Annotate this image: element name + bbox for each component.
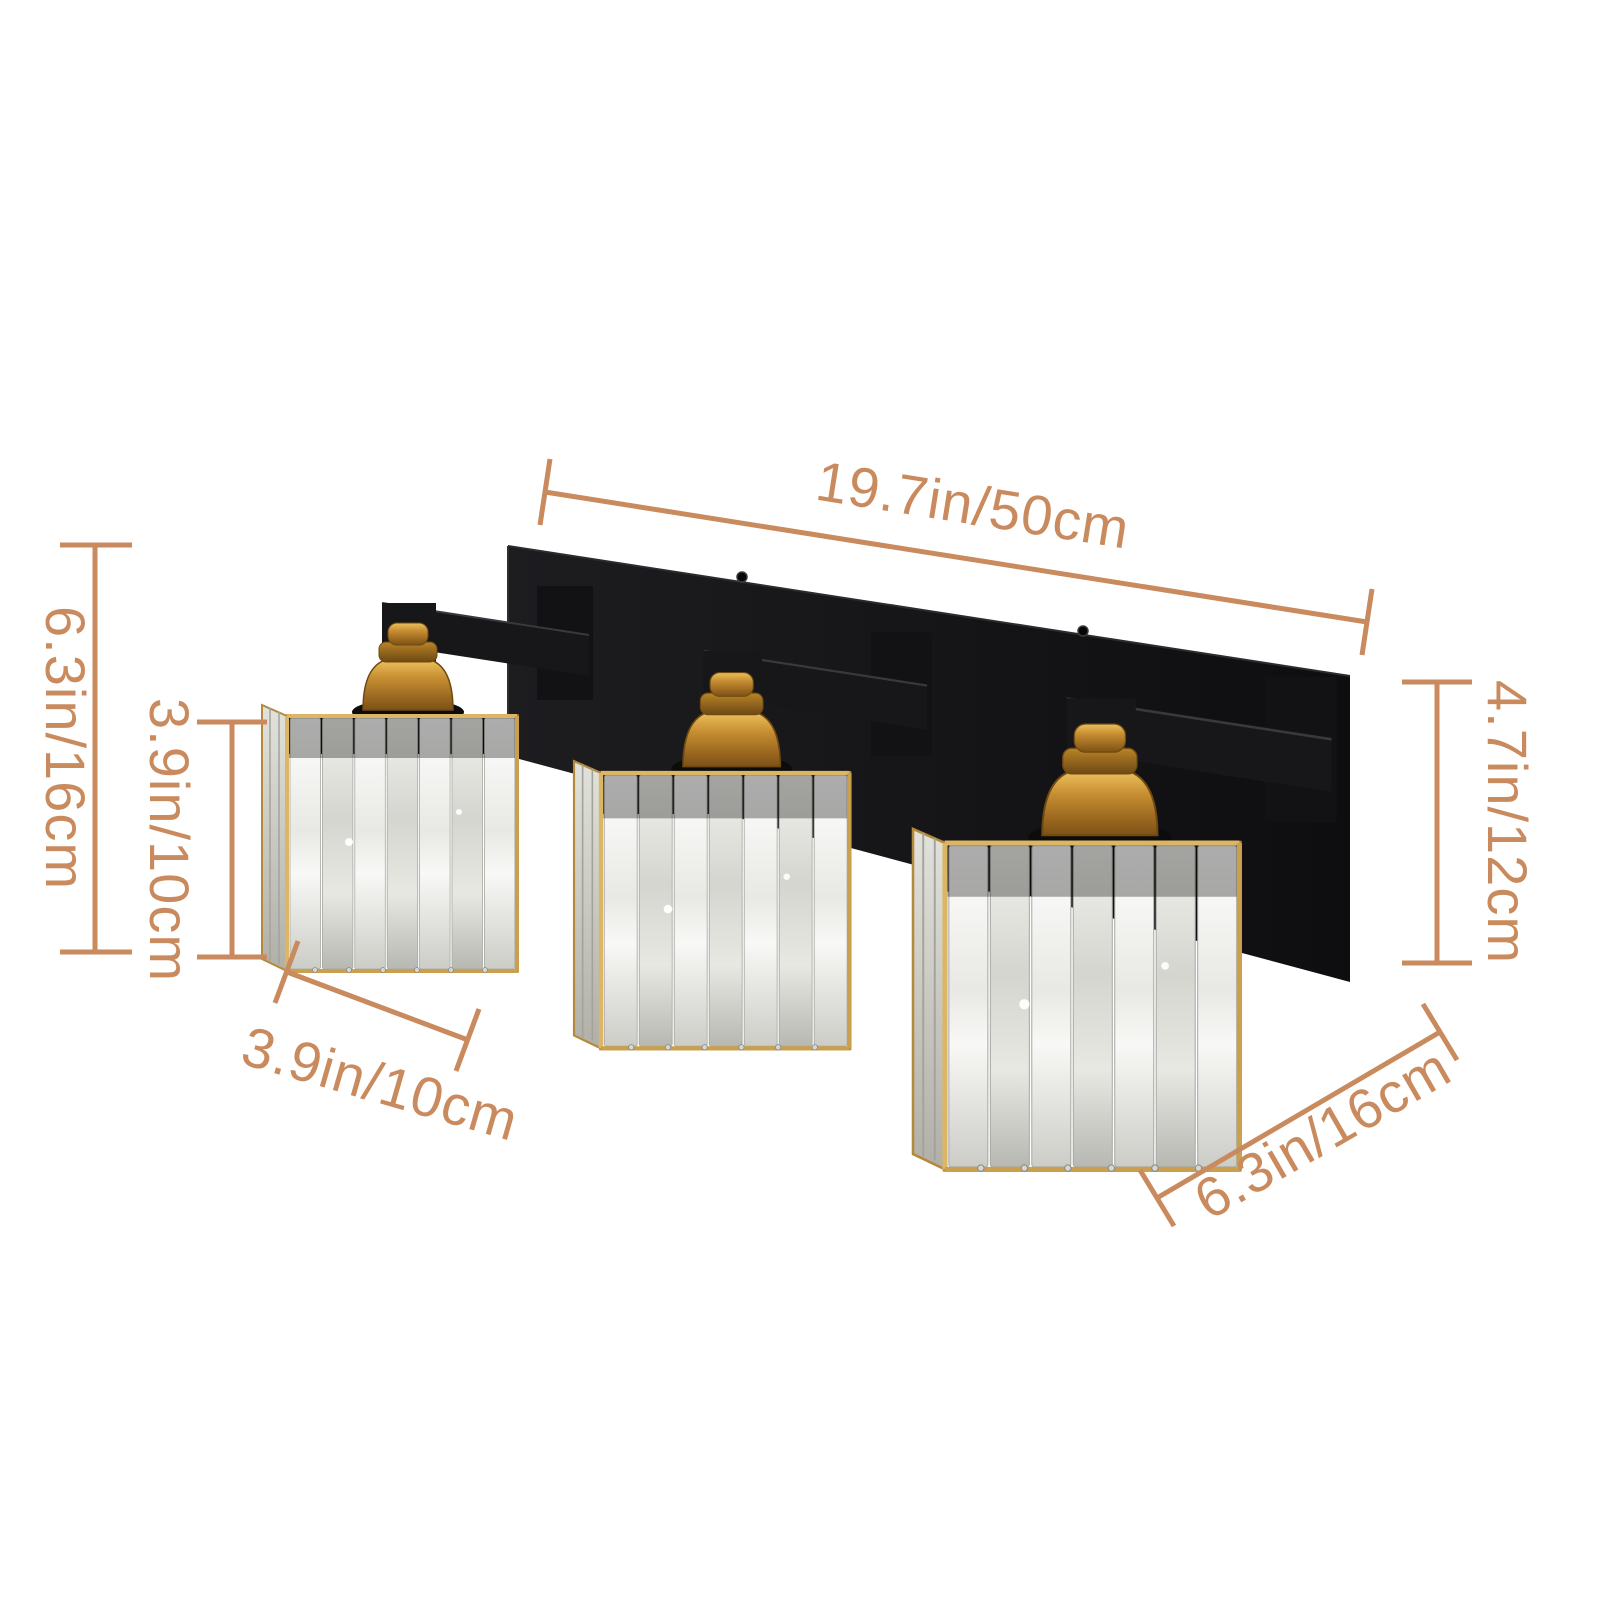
- dim-label-overall-height: 6.3in/16cm: [34, 606, 97, 890]
- vanity-light-fixture: [260, 545, 1351, 1171]
- dimension-backplate-height: 4.7in/12cm: [1402, 679, 1539, 966]
- screw: [1077, 625, 1089, 637]
- dim-label-backplate-height: 4.7in/12cm: [1476, 680, 1539, 964]
- screw: [736, 571, 748, 583]
- dimension-shade-height: 3.9in/10cm: [138, 698, 267, 982]
- lamp-left: [260, 584, 595, 975]
- dimension-overall-height: 6.3in/16cm: [34, 542, 132, 955]
- dim-label-shade-height: 3.9in/10cm: [138, 698, 201, 982]
- dim-label-shade-width: 3.9in/10cm: [235, 1014, 525, 1153]
